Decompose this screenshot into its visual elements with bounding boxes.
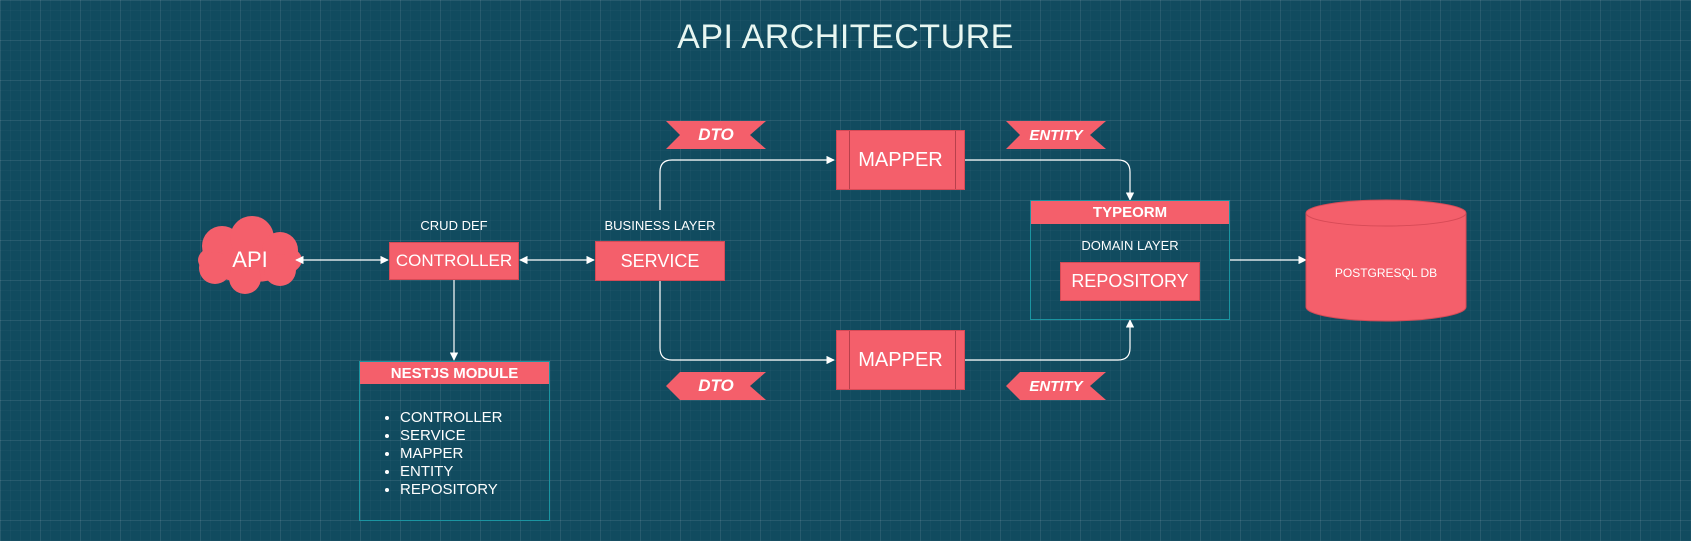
domain-layer-caption: DOMAIN LAYER	[1081, 238, 1179, 253]
page-title: API ARCHITECTURE	[677, 18, 1014, 56]
api-node[interactable]: API	[232, 247, 268, 272]
entity-bottom-tag: ENTITY	[1029, 377, 1083, 395]
mapper-bottom-node[interactable]: MAPPER	[836, 330, 965, 390]
service-node[interactable]: SERVICE	[595, 241, 725, 281]
edge-mapper-top-typeorm	[965, 159, 1135, 201]
dto-bottom-tag-shape	[666, 372, 766, 400]
mapper-right-rule	[955, 331, 956, 389]
mapper-right-rule	[955, 131, 956, 189]
entity-bottom-tag-shape	[1006, 372, 1106, 400]
entity-top-tag-shape	[1006, 121, 1106, 149]
typeorm-header: TYPEORM	[1031, 201, 1229, 224]
module-list-item: REPOSITORY	[400, 481, 549, 499]
edge-mapper-bottom-repository	[965, 319, 1135, 361]
dto-top-tag-shape	[666, 121, 766, 149]
entity-top-tag: ENTITY	[1029, 126, 1083, 144]
repository-node[interactable]: REPOSITORY	[1060, 262, 1200, 301]
api-cloud-shape	[198, 216, 302, 294]
edge-service-mapper-top	[659, 155, 835, 210]
module-list-item: ENTITY	[400, 463, 549, 481]
dto-bottom-tag: DTO	[698, 376, 734, 395]
module-list-item: SERVICE	[400, 427, 549, 445]
typeorm-container: TYPEORM DOMAIN LAYER REPOSITORY	[1030, 200, 1230, 320]
module-item-list: CONTROLLERSERVICEMAPPERENTITYREPOSITORY	[360, 409, 549, 499]
mapper-left-rule	[849, 331, 850, 389]
nestjs-module-container: NESTJS MODULE CONTROLLERSERVICEMAPPERENT…	[359, 361, 550, 521]
mapper-bottom-label: MAPPER	[858, 348, 943, 371]
module-list-item: CONTROLLER	[400, 409, 549, 427]
dto-top-tag: DTO	[698, 125, 734, 144]
mapper-left-rule	[849, 131, 850, 189]
service-caption: BUSINESS LAYER	[604, 218, 716, 233]
mapper-top-label: MAPPER	[858, 148, 943, 171]
nestjs-module-header: NESTJS MODULE	[360, 362, 549, 384]
database-cylinder-shape	[1305, 199, 1467, 322]
controller-caption: CRUD DEF	[420, 218, 488, 233]
edge-service-mapper-bottom	[659, 280, 835, 365]
database-node[interactable]: POSTGRESQL DB	[1334, 266, 1438, 280]
module-list-item: MAPPER	[400, 445, 549, 463]
controller-node[interactable]: CONTROLLER	[389, 242, 519, 280]
mapper-top-node[interactable]: MAPPER	[836, 130, 965, 190]
